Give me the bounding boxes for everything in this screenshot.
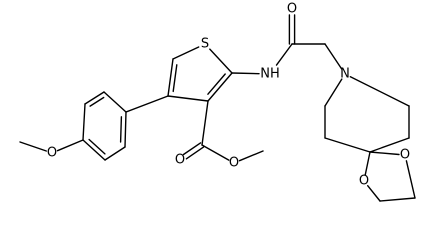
amide-oxygen-label: O [287,2,297,17]
amide-nh-label: NH [260,67,280,82]
bond-C2-NH [231,72,260,75]
bond-Otop-D1 [405,160,416,199]
bond-C2-C3-inner [207,73,226,95]
bond-C3-Ce [201,100,209,146]
bond-Psp-Obot [364,151,371,176]
aryl-methoxy-oxygen-label: O [47,146,57,161]
bond-Ce-Oc-second [185,146,205,160]
bond-Pb-Psp [324,137,371,153]
bond-C9-Np [324,43,343,70]
sulfur-atom-label: S [201,37,209,52]
bond-C4-A1 [125,95,169,113]
bond-A4-A5-inner [88,138,106,155]
atom-label-layer: S NH O N O O O O O [47,2,410,189]
bond-Pd-Np [349,75,410,107]
bond-C2-C3 [207,72,233,102]
bond-A3-A4 [82,103,86,141]
bond-C5-C4 [167,58,174,97]
bond-layer [19,14,416,202]
ester-carbonyl-oxygen-label: O [175,153,185,168]
bond-Ce-Oe [201,144,230,161]
bond-S-C5 [172,46,200,60]
bond-NH-C8 [275,43,293,66]
piperidine-nitrogen-label: N [340,67,350,82]
spiro-oxygen-bottom-label: O [359,174,369,189]
bond-Oe-Me [238,150,264,162]
bond-A2-A3-inner [89,96,105,107]
bond-S-C2 [209,48,233,74]
bond-C3-C4 [167,95,209,102]
ester-methoxy-oxygen-label: O [229,156,239,171]
bond-Psp-Otop [369,151,400,156]
bond-A4-A5 [82,139,106,161]
bond-A5-A6 [104,146,126,161]
bond-Np-Pa [324,78,343,107]
bond-D1-D2 [379,197,416,202]
bond-A6-A1-inner [119,116,123,143]
bond-A1-A2 [103,91,127,113]
bond-A4-Om [56,139,84,152]
molecule-structure: S NH O N O O O O O [19,2,416,202]
bond-Ce-Oc [182,142,202,156]
bond-Om-Mm [19,141,47,152]
bond-A2-A3 [84,91,105,105]
bond-Psp-Pc [369,137,410,153]
bond-A6-A1 [124,111,127,148]
bond-C5-C4-inner [172,64,178,93]
bond-D2-Obot [367,184,381,202]
spiro-oxygen-top-label: O [400,148,410,163]
